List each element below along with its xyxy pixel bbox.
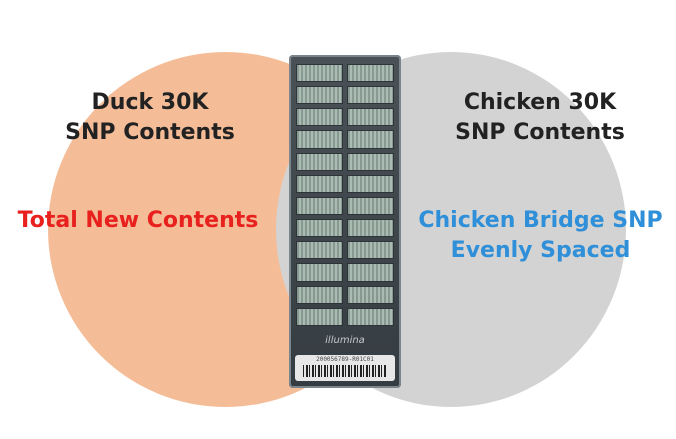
- beadchip-strip: [296, 219, 343, 238]
- beadchip-strip: [347, 285, 394, 304]
- beadchip-strip: [347, 174, 394, 193]
- chicken-title: Chicken 30K SNP Contents: [430, 88, 650, 148]
- chicken-note-line1: Chicken Bridge SNP: [418, 208, 663, 233]
- barcode-icon: [303, 365, 387, 377]
- beadchip-strip: [296, 263, 343, 282]
- beadchip-strip: [296, 86, 343, 105]
- beadchip-strip: [347, 263, 394, 282]
- beadchip-strip: [347, 196, 394, 216]
- chip-logo: illumina: [325, 335, 365, 346]
- beadchip-strip: [347, 64, 394, 83]
- beadchip-strip: [296, 285, 343, 304]
- beadchip-strip: [296, 152, 343, 171]
- chicken-title-line2: SNP Contents: [455, 120, 625, 145]
- chicken-title-line1: Chicken 30K: [463, 90, 617, 115]
- beadchip-image: illumina 200056789-R01C01: [289, 55, 401, 388]
- chicken-note: Chicken Bridge SNP Evenly Spaced: [408, 206, 673, 266]
- beadchip-strip: [296, 130, 343, 149]
- beadchip-strip: [296, 196, 343, 216]
- beadchip-strip: [347, 152, 394, 171]
- beadchip-strip: [347, 241, 394, 260]
- duck-note: Total New Contents: [8, 206, 268, 236]
- beadchip-strip: [347, 130, 394, 149]
- duck-title: Duck 30K SNP Contents: [50, 88, 250, 148]
- beadchip-strip: [296, 307, 343, 326]
- beadchip-array-grid: [296, 64, 394, 326]
- beadchip-strip: [296, 241, 343, 260]
- barcode-text: 200056789-R01C01: [316, 356, 374, 363]
- beadchip-strip: [347, 307, 394, 326]
- beadchip-strip: [296, 108, 343, 127]
- barcode-label: 200056789-R01C01: [295, 355, 395, 381]
- beadchip-strip: [296, 64, 343, 83]
- duck-note-text: Total New Contents: [17, 208, 259, 233]
- beadchip-strip: [347, 219, 394, 238]
- beadchip-strip: [347, 108, 394, 127]
- duck-title-line1: Duck 30K: [91, 90, 209, 115]
- beadchip-strip: [296, 174, 343, 193]
- chicken-note-line2: Evenly Spaced: [450, 238, 631, 263]
- beadchip-strip: [347, 86, 394, 105]
- duck-title-line2: SNP Contents: [65, 120, 235, 145]
